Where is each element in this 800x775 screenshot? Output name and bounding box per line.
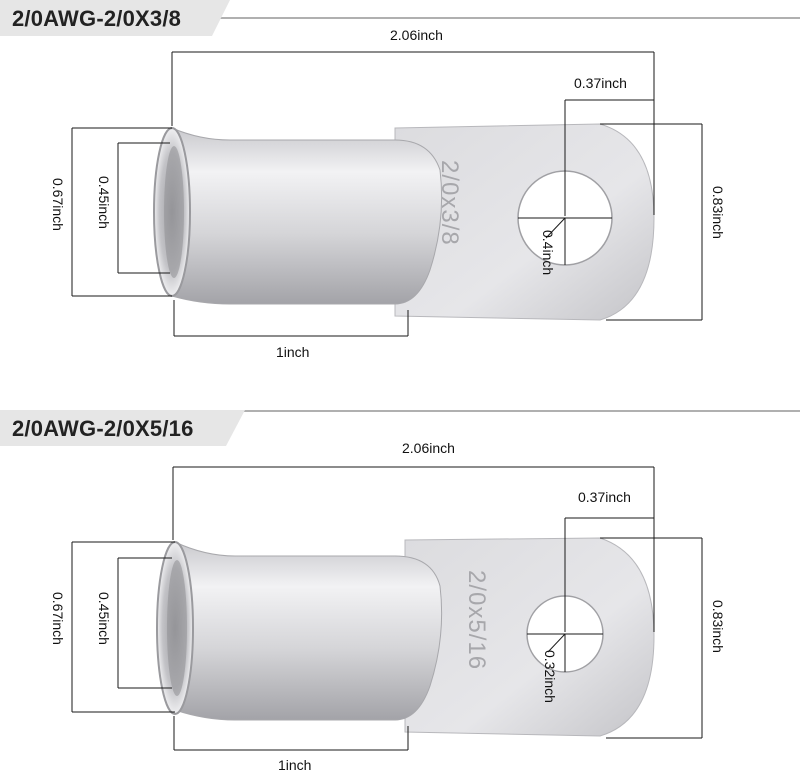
lug-stamp: 2/0x3/8 — [436, 160, 463, 246]
hole-diameter-label: 0.32inch — [542, 650, 558, 703]
panel-title: 2/0AWG-2/0X3/8 — [12, 6, 182, 31]
hole-offset-label: 0.37inch — [574, 75, 627, 91]
inner-diameter-label: 0.45inch — [96, 592, 112, 645]
outer-diameter-label: 0.67inch — [50, 178, 66, 231]
title-banner: 2/0AWG-2/0X3/8 — [0, 0, 800, 38]
dimension-lines — [71, 466, 703, 751]
banner-shape — [0, 0, 800, 36]
total-length-label: 2.06inch — [390, 27, 443, 43]
barrel-length-label: 1inch — [276, 344, 310, 360]
lug-panel-3-8: 2/0AWG-2/0X3/8 — [0, 0, 800, 360]
lug-panel-5-16: 2/0AWG-2/0X5/16 — [0, 400, 800, 775]
hole-leader — [545, 217, 566, 239]
dimension-lines — [71, 51, 703, 337]
banner-shape — [0, 410, 800, 446]
inner-diameter-label: 0.45inch — [96, 176, 112, 229]
lug-stamp: 2/0x5/16 — [463, 570, 490, 671]
lug-drawing — [71, 466, 703, 751]
hole-offset-label: 0.37inch — [578, 489, 631, 505]
lug-drawing — [71, 51, 703, 337]
tongue-width-label: 0.83inch — [710, 186, 726, 239]
total-length-label: 2.06inch — [402, 440, 455, 456]
barrel-length-label: 1inch — [278, 757, 312, 773]
lug-barrel — [171, 127, 443, 305]
outer-diameter-label: 0.67inch — [50, 592, 66, 645]
hole-diameter-label: 0.4inch — [540, 230, 556, 276]
tongue-width-label: 0.83inch — [710, 600, 726, 653]
title-banner: 2/0AWG-2/0X5/16 — [0, 410, 800, 448]
hole-leader — [547, 633, 566, 653]
panel-title: 2/0AWG-2/0X5/16 — [12, 416, 194, 441]
lug-barrel — [174, 541, 443, 721]
